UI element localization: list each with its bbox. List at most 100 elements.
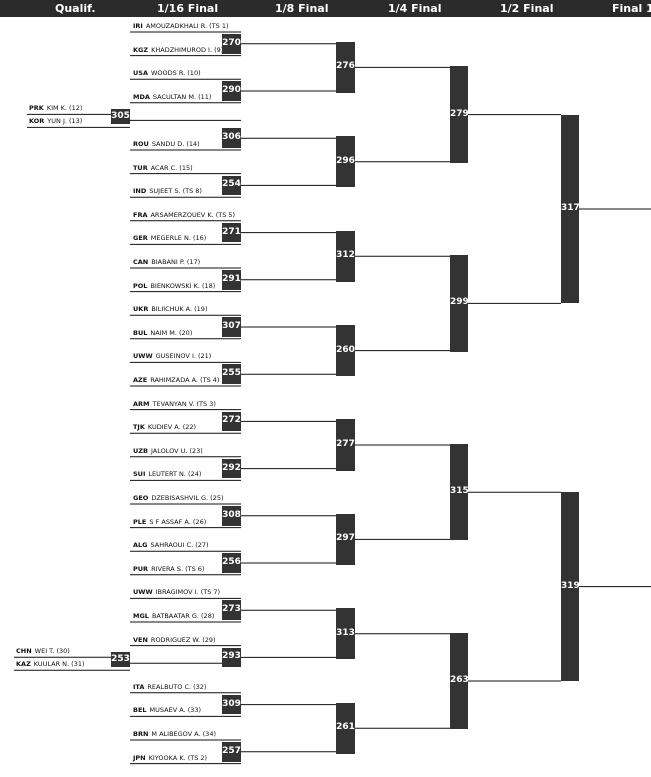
bout-box-1-4[interactable]: 299 [450,255,469,352]
bout-box-1-16[interactable]: 306 [222,128,241,148]
athlete-name: WOODS R. (10) [151,69,201,78]
country-code: POL [133,281,148,290]
country-code: PLE [133,517,147,526]
bout-box-1-4[interactable]: 315 [450,444,469,541]
athlete-name: BIABANI P. (17) [151,258,201,266]
bout-box-1-16[interactable]: 293 [222,647,241,668]
country-code: TJK [133,423,145,432]
country-code: MDA [133,92,150,101]
athlete-name: RAHIMZADA A. (TS 4) [150,376,220,384]
bout-box-1-16[interactable]: 273 [222,600,241,620]
athlete-name: ACAR C. (15) [150,163,193,172]
country-code: BUL [133,328,148,337]
athlete-name: GUSEINOV I. (21) [155,352,212,361]
bout-number: 299 [450,297,469,308]
bout-box-1-8[interactable]: 276 [336,41,355,93]
country-code: IRI [133,22,143,30]
country-code: BEL [133,706,147,715]
country-code: KGZ [133,45,149,54]
bout-number: 253 [111,653,130,664]
bout-box-1-16[interactable]: 256 [222,553,241,573]
athlete-name: LEUTERT N. (24) [148,470,202,479]
country-code: AZE [133,376,148,384]
bout-box-1-16[interactable]: 254 [222,175,241,196]
country-code: UZB [133,446,148,455]
athlete-name: KIM K. (12) [46,104,83,113]
bout-box-1-8[interactable]: 260 [336,325,355,377]
athlete-name: SAHRAOUI C. (27) [150,541,209,550]
athlete-name: TEVANYAN V. (TS 3) [152,399,216,408]
bout-number: 260 [336,344,355,355]
athlete-name: REALBUTO C. (32) [147,682,207,691]
bout-number: 257 [222,745,241,756]
bout-box-1-16[interactable]: 270 [222,34,241,54]
country-code: ALG [133,541,148,550]
country-code: MGL [133,612,149,620]
country-code: ARM [133,399,150,408]
athlete-name: WEI T. (30) [34,647,70,656]
round-label-1-16: 1/16 Final [157,2,219,15]
country-code: UWW [133,588,153,597]
bout-box-qualif[interactable]: 305 [111,109,130,125]
country-code: PUR [133,564,149,573]
country-code: CAN [133,258,149,266]
bout-number: 273 [222,604,241,615]
athlete-name: AMOUZADKHALI R. (TS 1) [145,22,229,30]
bout-number: 306 [222,132,241,143]
bout-box-qualif[interactable]: 253 [111,652,130,668]
country-code: VEN [133,635,148,644]
bout-number: 296 [336,155,355,166]
athlete-name: RODRIGUEZ W. (29) [150,635,216,644]
bout-box-1-16[interactable]: 309 [222,694,241,715]
bout-box-1-8[interactable]: 312 [336,230,355,282]
bout-box-1-16[interactable]: 290 [222,81,241,101]
bout-number: 293 [222,651,241,662]
bout-box-1-8[interactable]: 297 [336,513,355,565]
athlete-name: MEGERLE N. (16) [150,234,207,243]
athlete-name: SACULTAN M. (11) [152,92,212,101]
bout-box-1-8[interactable]: 313 [336,608,355,660]
country-code: GEO [133,494,149,502]
bout-box-1-16[interactable]: 291 [222,270,241,290]
athlete-name: SUJEET S. (TS 8) [149,187,202,196]
bout-box-1-8[interactable]: 296 [336,136,355,188]
bout-number: 317 [561,202,580,213]
bout-box-1-2[interactable]: 317 [561,114,580,304]
bout-box-1-4[interactable]: 279 [450,66,469,163]
bout-number: 291 [222,273,241,284]
bout-number: 256 [222,556,241,567]
bout-box-1-16[interactable]: 271 [222,222,241,243]
athlete-name: M ALIBEGOV A. (34) [151,730,216,738]
athlete-name: BILIICHUK A. (19) [151,305,208,314]
country-code: IND [133,187,147,196]
bout-box-1-16[interactable]: 272 [222,411,241,432]
bout-box-1-2[interactable]: 319 [561,492,580,681]
bout-box-1-8[interactable]: 261 [336,702,355,754]
bout-box-1-8[interactable]: 277 [336,419,355,471]
bout-box-1-16[interactable]: 257 [222,742,241,762]
bout-box-1-16[interactable]: 308 [222,506,241,526]
bout-box-1-4[interactable]: 263 [450,632,469,730]
bout-box-1-16[interactable]: 292 [222,458,241,479]
athlete-name: MUSAEV A. (33) [149,706,202,715]
bout-box-1-16[interactable]: 307 [222,317,241,337]
bout-box-1-16[interactable]: 255 [222,364,241,384]
country-code: GER [133,234,148,243]
